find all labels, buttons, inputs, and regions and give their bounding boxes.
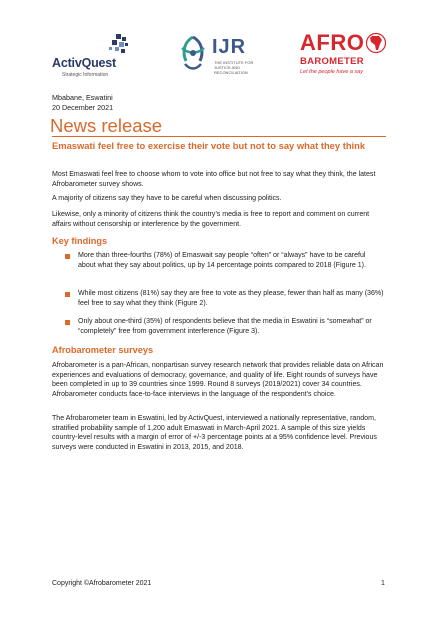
bullet-marker-icon: [65, 292, 70, 297]
intro-paragraph-1: Most Emaswati feel free to choose whom t…: [52, 171, 376, 188]
key-finding-1: More than three-fourths (78%) of Emaswai…: [78, 252, 366, 269]
dateline-place: Mbabane, Eswatini: [52, 93, 113, 102]
bullet-marker-icon: [65, 254, 70, 259]
ijr-wordmark: IJR: [212, 36, 247, 58]
ijr-tagline: THE INSTITUTE FOR JUSTICE AND RECONCILIA…: [214, 60, 254, 75]
afrobarometer-wordmark-bottom: BAROMETER: [300, 56, 364, 67]
bullet-marker-icon: [65, 320, 70, 325]
surveys-paragraph-2: The Afrobarometer team in Eswatini, led …: [52, 415, 377, 451]
activquest-dots-icon: [109, 34, 128, 53]
key-findings-heading: Key findings: [52, 236, 108, 246]
afrobarometer-logo: AFRO BAROMETER Let the people have a say: [298, 30, 390, 82]
surveys-heading: Afrobarometer surveys: [52, 345, 154, 355]
ijr-emblem-icon: [181, 35, 205, 70]
africa-map-icon: [366, 32, 386, 54]
afrobarometer-tagline: Let the people have a say: [300, 69, 363, 75]
dateline: Mbabane, Eswatini 20 December 2021: [52, 93, 113, 113]
activquest-wordmark: ActivQuest: [52, 56, 116, 70]
activquest-logo: ActivQuest Strategic Information: [52, 34, 142, 82]
ijr-logo: IJR THE INSTITUTE FOR JUSTICE AND RECONC…: [176, 30, 260, 84]
page-number: 1: [381, 580, 385, 587]
headline: Emaswati feel free to exercise their vot…: [52, 140, 366, 151]
afrobarometer-wordmark-top: AFRO: [300, 30, 365, 55]
surveys-paragraph-1: Afrobarometer is a pan-African, nonparti…: [52, 362, 384, 398]
dateline-date: 20 December 2021: [52, 103, 114, 112]
key-finding-3: Only about one-third (35%) of respondent…: [78, 318, 372, 335]
activquest-tagline: Strategic Information: [62, 72, 109, 78]
title-divider: [52, 136, 386, 137]
key-finding-2: While most citizens (81%) say they are f…: [78, 290, 384, 307]
footer-copyright: Copyright ©Afrobarometer 2021: [52, 580, 152, 587]
intro-paragraph-3: Likewise, only a minority of citizens th…: [52, 211, 370, 228]
intro-paragraph-2: A majority of citizens say they have to …: [52, 195, 282, 202]
page-title: News release: [50, 115, 163, 136]
logo-bar: ActivQuest Strategic Information IJR THE…: [0, 26, 438, 88]
